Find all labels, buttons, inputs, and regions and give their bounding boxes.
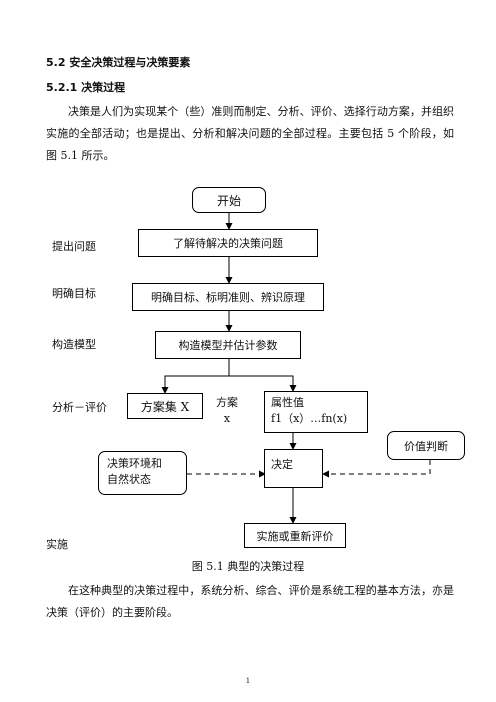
attribute-values-line1: 属性值 [271, 396, 304, 409]
scheme-set-text: 方案集 X [140, 399, 190, 414]
understand-problem-text: 了解待解决的决策问题 [173, 237, 283, 250]
arrow-construct-to-attribute [229, 375, 297, 392]
environment-line2: 自然状态 [107, 473, 151, 486]
stage-goal-label: 明确目标 [52, 287, 96, 300]
value-judgment-text: 价值判断 [404, 439, 448, 453]
start-box: 开始 [192, 187, 266, 213]
section-title: 5.2 安全决策过程与决策要素 [46, 56, 191, 69]
environment-box: 决策环境和 自然状态 [98, 451, 187, 495]
construct-model-text: 构造模型并估计参数 [178, 339, 278, 352]
scheme-x-label: 方案 x [216, 395, 238, 427]
stage-analyze-label: 分析－评价 [52, 401, 107, 414]
decide-text: 决定 [271, 458, 293, 471]
arrow-construct-to-scheme [161, 359, 230, 394]
attribute-values-box: 属性值 f1（x）…fn(x) [264, 391, 368, 433]
stage-model-label: 构造模型 [52, 338, 96, 351]
intro-paragraph-text: 决策是人们为实现某个（些）准则而制定、分析、评价、选择行动方案，并组织实施的全部… [46, 105, 454, 162]
stage-implement-label: 实施 [46, 538, 68, 551]
attribute-values-line2: f1（x）…fn(x) [271, 412, 348, 425]
clarify-goals-box: 明确目标、标明准则、辨识原理 [132, 283, 324, 311]
start-label: 开始 [216, 193, 241, 208]
scheme-x-label-line1: 方案 [216, 396, 238, 409]
understand-problem-box: 了解待解决的决策问题 [138, 229, 318, 257]
decide-box: 决定 [264, 449, 323, 488]
summary-paragraph-text: 在这种典型的决策过程中，系统分析、综合、评价是系统工程的基本方法，亦是决策（评价… [46, 584, 454, 619]
stage-propose-label: 提出问题 [52, 240, 96, 253]
construct-model-box: 构造模型并估计参数 [155, 331, 301, 359]
implement-box: 实施或重新评价 [244, 523, 346, 548]
figure-caption: 图 5.1 典型的决策过程 [191, 560, 305, 573]
environment-line1: 决策环境和 [107, 457, 162, 470]
subsection-title: 5.2.1 决策过程 [46, 81, 126, 94]
intro-paragraph: 决策是人们为实现某个（些）准则而制定、分析、评价、选择行动方案，并组织实施的全部… [46, 101, 454, 167]
page-number: 1 [245, 677, 251, 685]
value-judgment-box: 价值判断 [387, 431, 465, 460]
scheme-x-label-line2: x [223, 412, 231, 425]
scheme-set-box: 方案集 X [127, 393, 203, 419]
arrow-value-to-decide [322, 460, 431, 478]
implement-text: 实施或重新评价 [256, 529, 334, 543]
clarify-goals-text: 明确目标、标明准则、辨识原理 [151, 291, 305, 304]
summary-paragraph: 在这种典型的决策过程中，系统分析、综合、评价是系统工程的基本方法，亦是决策（评价… [46, 580, 454, 624]
